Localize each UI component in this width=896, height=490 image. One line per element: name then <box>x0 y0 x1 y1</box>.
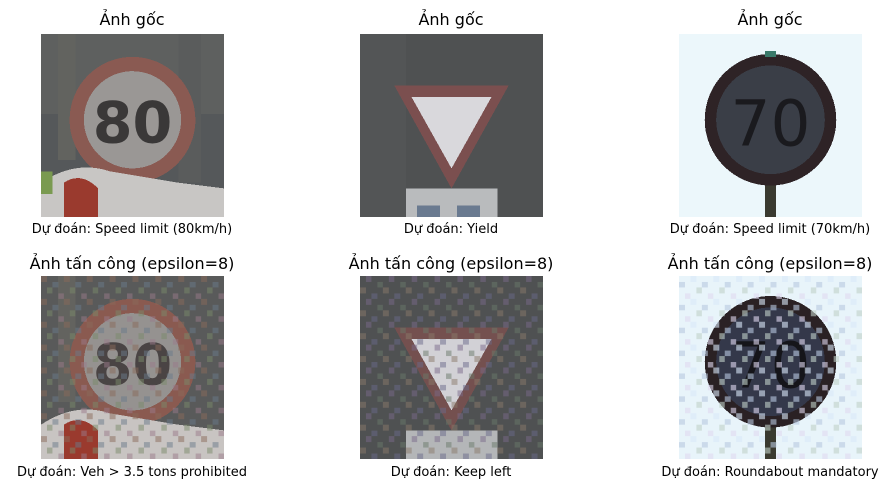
panel-caption: Dự đoán: Veh > 3.5 tons prohibited <box>17 465 247 480</box>
attacked-image-speed-limit-70: 70 <box>679 276 862 459</box>
panel-title: Ảnh gốc <box>418 10 484 29</box>
original-image-speed-limit-80: 80 <box>41 34 224 217</box>
panel-caption: Dự đoán: Yield <box>403 222 499 237</box>
svg-text:80: 80 <box>93 91 173 157</box>
panel-title: Ảnh tấn công (epsilon=8) <box>667 254 873 273</box>
panel-caption: Dự đoán: Speed limit (70km/h) <box>669 222 871 237</box>
attacked-image-speed-limit-80: 80 <box>41 276 224 459</box>
panel-title: Ảnh tấn công (epsilon=8) <box>348 254 554 273</box>
original-image-yield <box>360 34 543 217</box>
panel-title: Ảnh tấn công (epsilon=8) <box>29 254 235 273</box>
attacked-image-yield <box>360 276 543 459</box>
panel-caption: Dự đoán: Speed limit (80km/h) <box>31 222 233 237</box>
panel-title: Ảnh gốc <box>99 10 165 29</box>
panel-caption: Dự đoán: Keep left <box>390 465 512 480</box>
panel-title: Ảnh gốc <box>737 10 803 29</box>
original-image-speed-limit-70: 70 <box>679 34 862 217</box>
svg-text:70: 70 <box>730 88 810 161</box>
panel-caption: Dự đoán: Roundabout mandatory <box>661 465 879 480</box>
